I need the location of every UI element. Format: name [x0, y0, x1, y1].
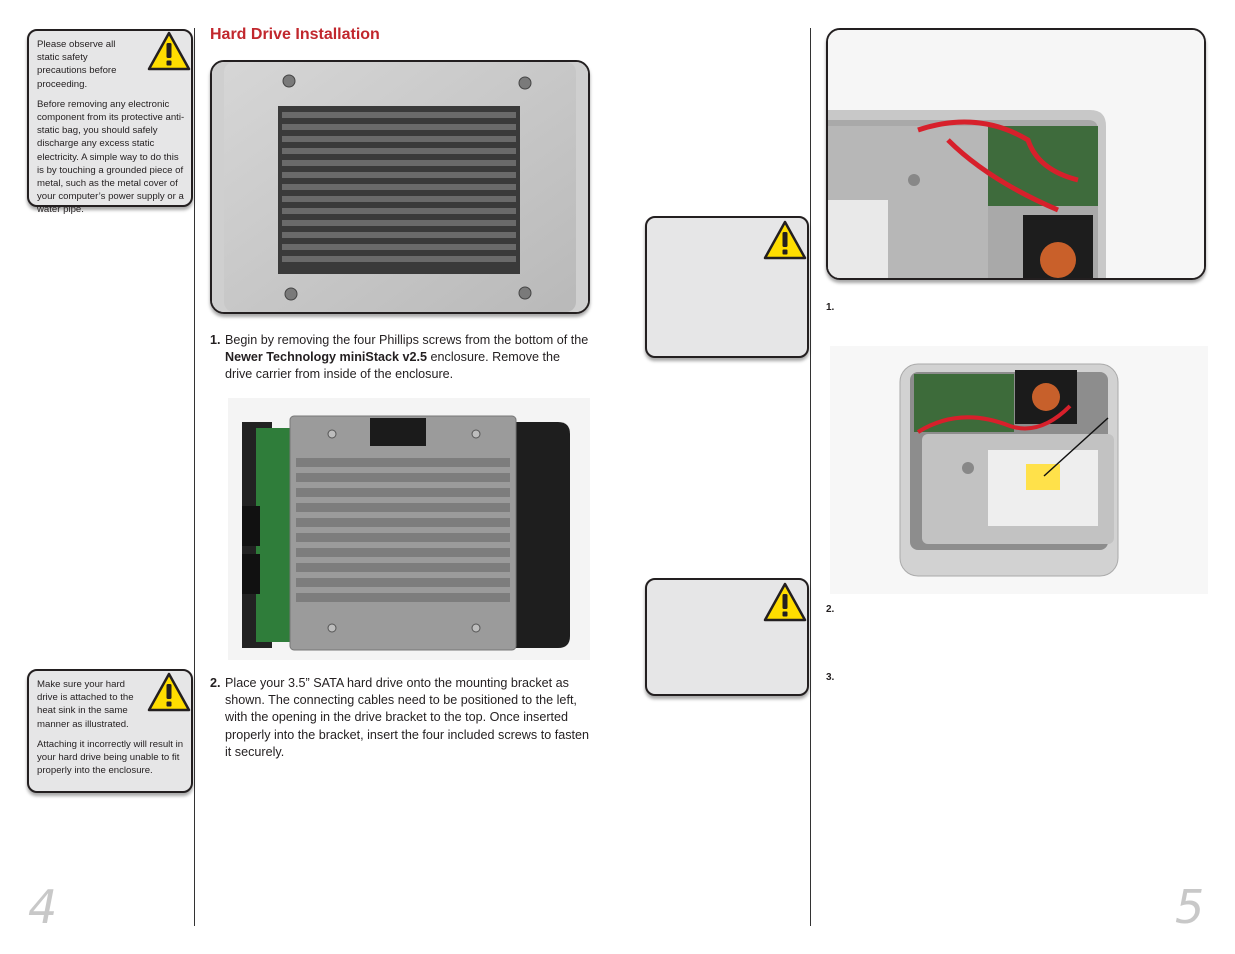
left-column-divider: [194, 28, 195, 926]
step-2: 2. Place your 3.5” SATA hard drive onto …: [210, 675, 590, 765]
step-2-number: 2.: [210, 676, 221, 690]
warning-icon: [763, 582, 807, 622]
enclosure-bottom-photo: [210, 60, 590, 314]
warning-icon: [147, 31, 191, 71]
step-2-text: Place your 3.5” SATA hard drive onto the…: [225, 676, 590, 759]
warning-icon: [147, 672, 191, 712]
attach-note-text-2: Attaching it incorrectly will result in …: [37, 738, 184, 777]
attach-note-text-1: Make sure your hard drive is attached to…: [37, 679, 134, 730]
static-note-text-1: Please observe all static safety precaut…: [37, 39, 117, 90]
page-title: Hard Drive Installation: [210, 26, 380, 43]
right-step-2-number: 2.: [826, 604, 835, 615]
right-step-3-number: 3.: [826, 672, 835, 683]
drive-bracket-photo: [228, 398, 590, 660]
step-1: 1. Begin by removing the four Phillips s…: [210, 332, 590, 386]
drive-installed-photo: [830, 346, 1208, 594]
page-number-left: 4: [28, 880, 58, 934]
step-1-number: 1.: [210, 333, 221, 347]
step-1-text: Begin by removing the four Phillips scre…: [225, 333, 589, 382]
static-note-text-2: Before removing any electronic component…: [37, 98, 185, 216]
page-number-right: 5: [1175, 880, 1205, 934]
product-name: Newer Technology miniStack v2.5: [225, 350, 428, 365]
right-step-1-number: 1.: [826, 302, 835, 313]
warning-icon: [763, 220, 807, 260]
page-divider: [810, 28, 811, 926]
enclosure-interior-photo: [826, 28, 1206, 280]
